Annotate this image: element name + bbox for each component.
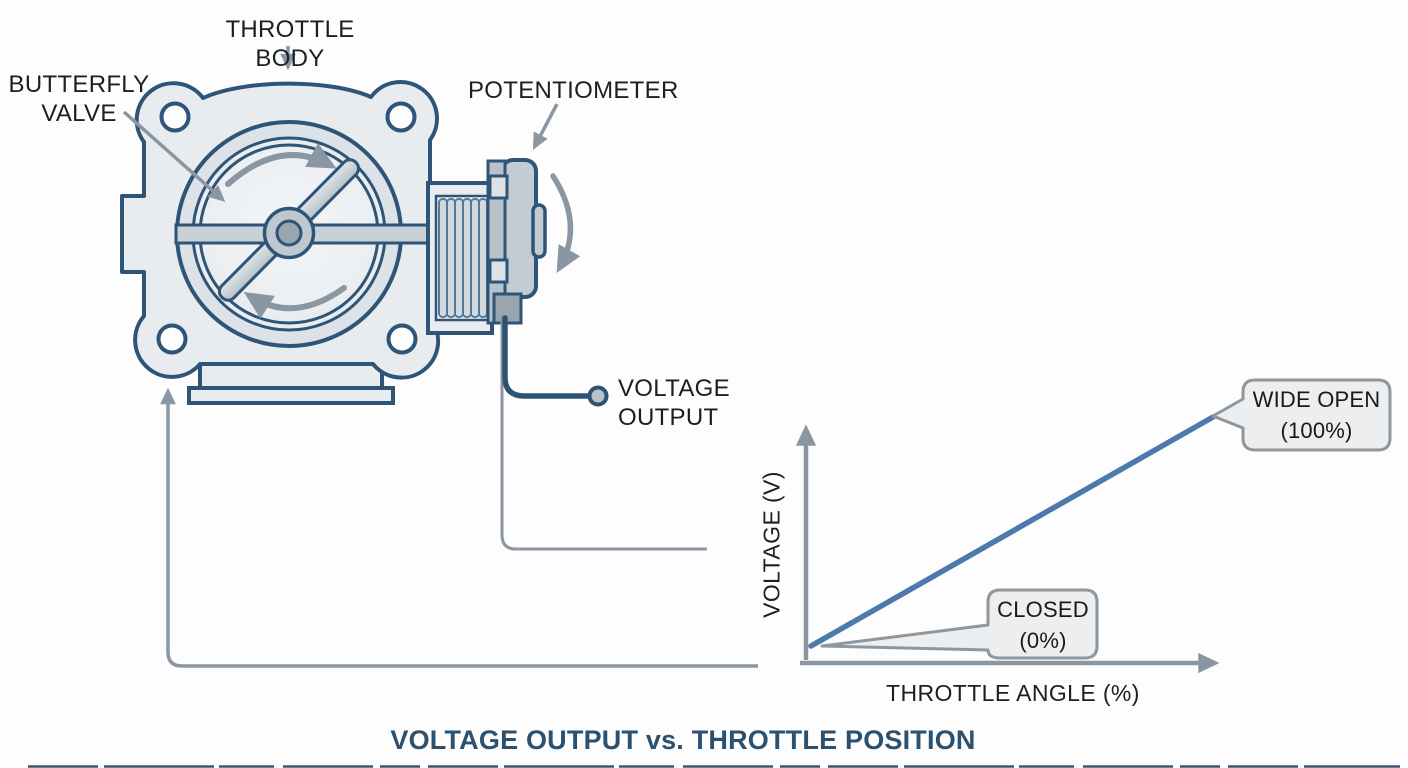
throttle-body-label: THROTTLE BODY (225, 16, 355, 72)
valve-rotation-arrow-top (225, 143, 337, 187)
mounting-base-foot (187, 386, 395, 405)
wide-open-callout-bubble (1211, 378, 1392, 452)
valve-rotation-arrow-bottom (243, 285, 347, 319)
x-axis-label: THROTTLE ANGLE (%) (886, 680, 1140, 706)
butterfly-valve-pointer-arrow (122, 110, 226, 202)
voltage-output-wire (502, 315, 592, 399)
feedback-line (160, 387, 758, 668)
bracket-tab-lower (488, 258, 509, 284)
potentiometer-rotation-arrow (550, 173, 581, 274)
spring-coil (446, 198, 456, 318)
potentiometer-pointer-arrow (532, 103, 559, 150)
wide-open-callout-text: WIDE OPEN (100%) (1252, 387, 1381, 443)
spring-coil (462, 198, 472, 318)
voltage-vs-throttle-graph (795, 378, 1392, 674)
spring-coupling-assembly (426, 181, 494, 335)
diagram-title: VOLTAGE OUTPUT vs. THROTTLE POSITION (390, 725, 976, 755)
closed-callout-bubble (820, 588, 1099, 660)
output-voltage-line (808, 414, 1216, 649)
spring-coil (470, 198, 480, 318)
bolt-hole-top-left (159, 101, 191, 133)
y-axis-label: VOLTAGE (V) (758, 471, 785, 618)
potentiometer-label: POTENTIOMETER (468, 77, 679, 104)
potentiometer-signal-line (500, 316, 707, 551)
spring-coil (438, 198, 448, 318)
potentiometer-knob (531, 203, 547, 259)
potentiometer-assembly (486, 158, 581, 325)
bolt-hole-bottom-right (386, 323, 418, 355)
shaft-hub-center (275, 219, 303, 247)
spring-coil (478, 198, 488, 318)
voltage-output-label: VOLTAGE OUTPUT (618, 375, 730, 431)
spring-coil (454, 198, 464, 318)
butterfly-valve-label: BUTTERFLY VALVE (8, 71, 150, 127)
bracket-tab-upper (488, 174, 509, 200)
output-terminal (587, 385, 609, 407)
bolt-hole-bottom-left (156, 323, 188, 355)
bolt-hole-top-right (385, 101, 417, 133)
closed-callout-text: CLOSED (0%) (997, 597, 1089, 653)
